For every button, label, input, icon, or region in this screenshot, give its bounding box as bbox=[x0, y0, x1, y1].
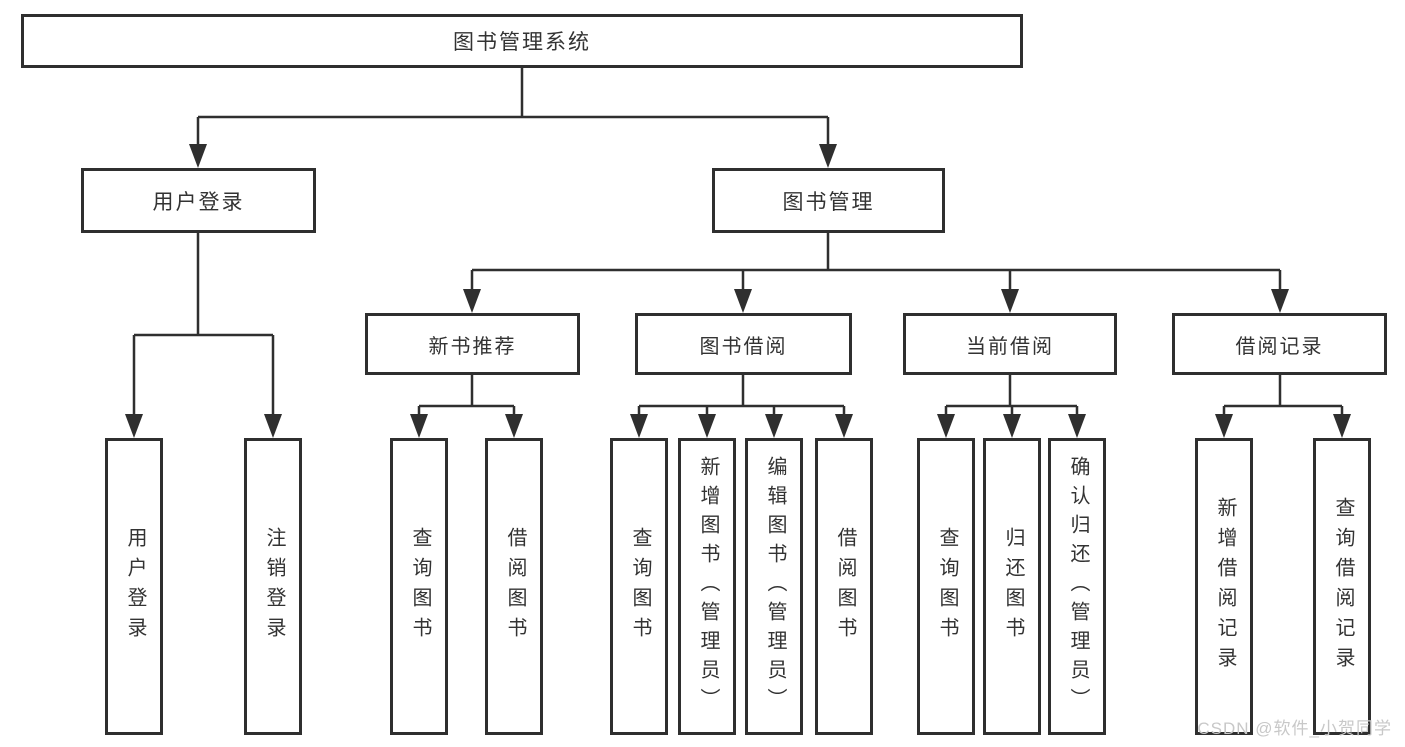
leaf-newbook-borrow-books: 借阅图书 bbox=[485, 438, 543, 735]
connector-book-borrow bbox=[630, 375, 853, 438]
leaf-newbook-query-books: 查询图书 bbox=[390, 438, 448, 735]
connector-book-management bbox=[463, 233, 1289, 313]
connector-root bbox=[189, 68, 837, 168]
leaf-borrow-edit-books-admin: 编辑图书（管理员） bbox=[745, 438, 803, 735]
connector-current-borrow bbox=[937, 375, 1086, 438]
csdn-watermark: CSDN @软件_小贺同学 bbox=[1197, 719, 1392, 738]
leaf-borrow-borrow-books: 借阅图书 bbox=[815, 438, 873, 735]
leaf-current-query-books: 查询图书 bbox=[917, 438, 975, 735]
leaf-records-add-record: 新增借阅记录 bbox=[1195, 438, 1253, 735]
node-book-management: 图书管理 bbox=[712, 168, 945, 233]
node-new-book-recommend: 新书推荐 bbox=[365, 313, 580, 375]
leaf-current-return-books: 归还图书 bbox=[983, 438, 1041, 735]
node-user-login: 用户登录 bbox=[81, 168, 316, 233]
leaf-borrow-query-books: 查询图书 bbox=[610, 438, 668, 735]
node-root-library-system: 图书管理系统 bbox=[21, 14, 1023, 68]
leaf-user-login: 用户登录 bbox=[105, 438, 163, 735]
leaf-logout: 注销登录 bbox=[244, 438, 302, 735]
connector-new-book-recommend bbox=[410, 375, 523, 438]
leaf-borrow-add-books-admin: 新增图书（管理员） bbox=[678, 438, 736, 735]
connector-user-login bbox=[125, 233, 282, 438]
node-borrow-records: 借阅记录 bbox=[1172, 313, 1387, 375]
leaf-records-query-record: 查询借阅记录 bbox=[1313, 438, 1371, 735]
node-book-borrow: 图书借阅 bbox=[635, 313, 852, 375]
leaf-current-confirm-return-admin: 确认归还（管理员） bbox=[1048, 438, 1106, 735]
node-current-borrow: 当前借阅 bbox=[903, 313, 1117, 375]
connector-borrow-records bbox=[1215, 375, 1351, 438]
